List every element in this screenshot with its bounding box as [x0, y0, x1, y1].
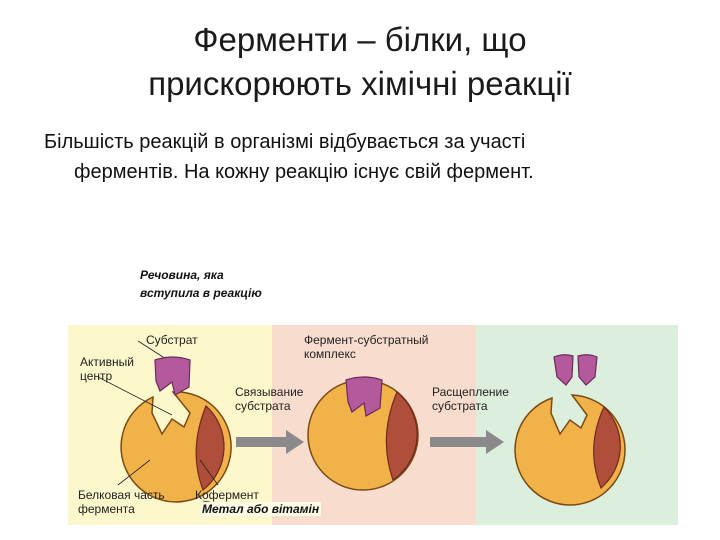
coenzyme-2	[385, 391, 418, 481]
slide-title: Ферменти – білки, що прискорюють хімічні…	[0, 18, 720, 106]
label-protein-part: Белковая часть фермента	[78, 488, 165, 516]
label-complex-2: комплекс	[304, 347, 356, 361]
subtitle-line-1: Більшість реакцій в організмі відбуваєть…	[44, 131, 526, 153]
substrate-piece-right	[577, 354, 598, 386]
metal-annotation: Метал або вітамін	[200, 502, 322, 516]
label-binding-2: субстрата	[235, 399, 291, 413]
subtitle-line-2: ферментів. На кожну реакцію існує свій ф…	[74, 161, 534, 183]
diagram-graphics	[97, 340, 626, 506]
substrate-1	[154, 356, 191, 396]
label-splitting-2: субстрата	[432, 399, 488, 413]
substrate-piece-left	[553, 354, 574, 386]
label-complex-1: Фермент-субстратный	[304, 333, 429, 347]
label-protein-1: Белковая часть	[78, 488, 165, 502]
label-active-center: Активный центр	[80, 355, 134, 383]
label-protein-2: фермента	[78, 502, 135, 516]
label-substrate: Субстрат	[146, 333, 198, 347]
label-active-center-1: Активный	[80, 355, 134, 369]
substance-annotation: Речовина, яка вступила в реакцію	[140, 268, 262, 300]
label-active-center-2: центр	[80, 369, 113, 383]
enzyme-3	[514, 394, 626, 506]
label-binding-1: Связывание	[235, 385, 304, 399]
label-splitting: Расщепление субстрата	[432, 385, 509, 413]
enzyme-1	[120, 391, 232, 503]
label-splitting-1: Расщепление	[432, 385, 509, 399]
arrow-splitting	[430, 430, 504, 454]
title-line-2: прискорюють хімічні реакції	[148, 65, 572, 102]
title-line-1: Ферменти – білки, що	[193, 21, 527, 58]
label-binding: Связывание субстрата	[235, 385, 303, 413]
enzyme-diagram: Субстрат Активный центр Связывание субст…	[68, 325, 678, 525]
substrate-2	[345, 376, 383, 417]
label-coenzyme: Кофермент	[195, 488, 259, 502]
slide-subtitle: Більшість реакцій в організмі відбуваєть…	[44, 127, 684, 187]
arrow-binding	[236, 430, 304, 454]
label-complex: Фермент-субстратный комплекс	[304, 333, 428, 361]
